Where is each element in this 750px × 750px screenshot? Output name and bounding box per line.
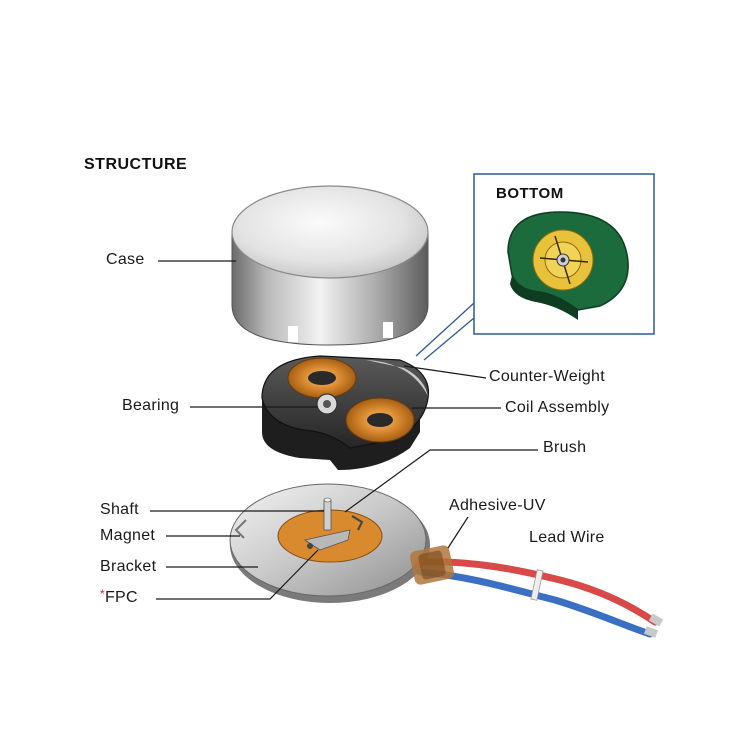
label-shaft: Shaft [100, 501, 139, 518]
leader-lines [150, 260, 538, 600]
label-magnet: Magnet [100, 527, 156, 544]
heading-structure: STRUCTURE [84, 156, 188, 173]
fpc-text: FPC [104, 589, 138, 606]
label-lead-wire: Lead Wire [529, 529, 605, 546]
heading-bottom: BOTTOM [496, 185, 564, 202]
label-fpc: *FPC [100, 587, 138, 607]
case-part [231, 185, 429, 346]
label-adhesive-uv: Adhesive-UV [449, 497, 546, 514]
rotor-part [261, 355, 430, 470]
label-bracket: Bracket [100, 558, 157, 575]
fpc-marker: * [100, 587, 105, 601]
lead-wire-part [410, 545, 664, 638]
label-coil-assembly: Coil Assembly [505, 399, 610, 416]
label-brush: Brush [543, 439, 587, 456]
label-counter-weight: Counter-Weight [489, 368, 605, 385]
bottom-inset [415, 173, 655, 361]
bracket-part [229, 483, 430, 603]
label-bearing: Bearing [122, 397, 180, 414]
label-case: Case [106, 251, 145, 268]
